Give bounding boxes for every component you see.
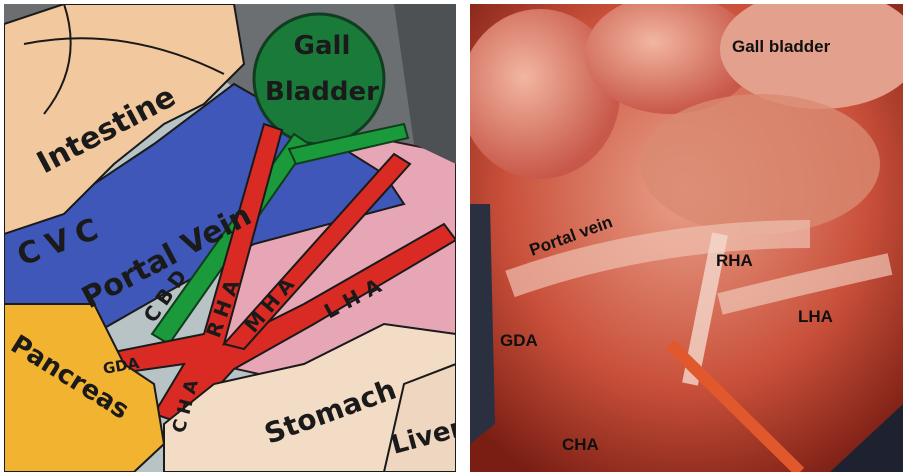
photo-label-gall-bladder: Gall bladder — [732, 37, 831, 56]
illustration-panel: Gall Bladder Intestine CVC Portal Vein C… — [4, 4, 456, 472]
anatomy-illustration: Gall Bladder Intestine CVC Portal Vein C… — [4, 4, 456, 472]
surgical-photo: Gall bladder Portal vein RHA LHA GDA CHA — [470, 4, 903, 472]
label-bladder: Bladder — [265, 77, 379, 107]
photo-label-cha: CHA — [562, 435, 599, 454]
photo-label-rha: RHA — [716, 251, 753, 270]
label-gall: Gall — [294, 31, 351, 61]
surgical-photo-panel: Gall bladder Portal vein RHA LHA GDA CHA — [470, 4, 903, 472]
photo-label-gda: GDA — [500, 331, 538, 350]
liver-edge — [640, 94, 880, 234]
photo-label-lha: LHA — [798, 307, 833, 326]
